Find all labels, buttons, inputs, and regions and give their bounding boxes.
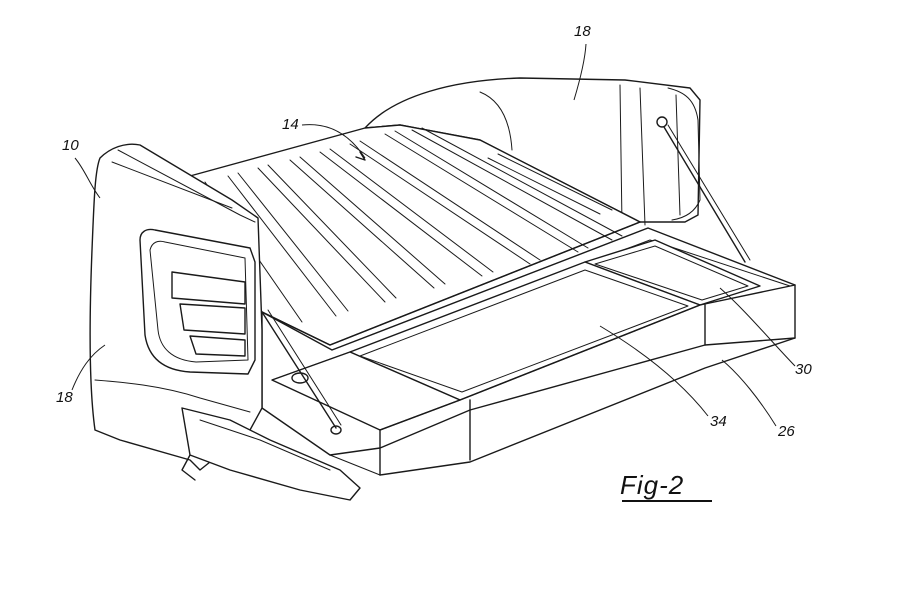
label-18-top: 18 xyxy=(574,23,591,40)
label-30: 30 xyxy=(795,361,812,378)
label-34: 34 xyxy=(710,413,727,430)
figure-caption: Fig-2 xyxy=(620,470,712,502)
label-14: 14 xyxy=(282,116,299,133)
bed-floor xyxy=(189,124,649,351)
left-bed-side-wall xyxy=(89,143,361,501)
right-bed-side-wall xyxy=(364,77,751,263)
label-26: 26 xyxy=(777,423,795,440)
label-18-left: 18 xyxy=(56,389,73,406)
label-10: 10 xyxy=(62,137,79,154)
tailgate xyxy=(261,227,796,476)
reference-labels: 18 14 10 18 30 34 26 xyxy=(56,23,812,440)
figure-title: Fig-2 xyxy=(620,470,684,500)
